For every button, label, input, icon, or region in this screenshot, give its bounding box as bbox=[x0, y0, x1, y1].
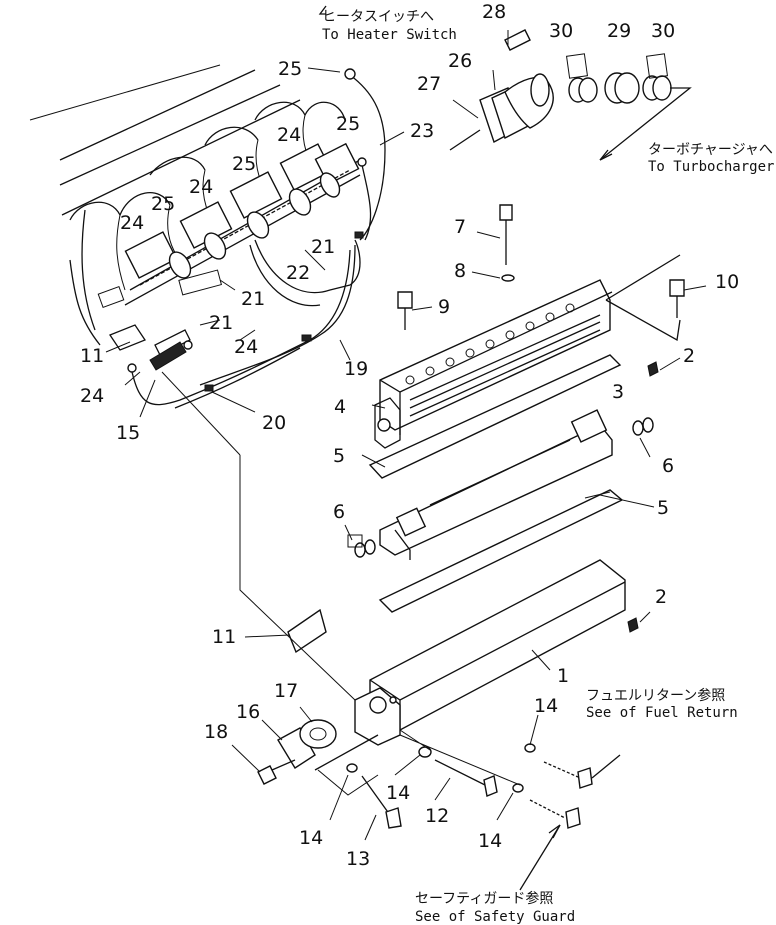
callout-26: 26 bbox=[448, 50, 472, 72]
heater-arrow-icon bbox=[318, 5, 327, 15]
callout-2: 2 bbox=[683, 345, 695, 367]
heater-plug-assembly bbox=[109, 169, 351, 371]
heater-switch-note-en: To Heater Switch bbox=[322, 27, 457, 43]
callout-24: 24 bbox=[277, 124, 301, 146]
callout-22: 22 bbox=[286, 262, 310, 284]
leader-lines bbox=[105, 30, 707, 841]
callout-16: 16 bbox=[236, 701, 260, 723]
callout-24: 24 bbox=[120, 212, 144, 234]
exhaust-manifold-lower bbox=[354, 559, 639, 746]
callout-14: 14 bbox=[299, 827, 323, 849]
callout-24: 24 bbox=[80, 385, 104, 407]
exhaust-manifold-middle bbox=[347, 409, 654, 560]
plug-2-lower bbox=[627, 617, 639, 633]
callout-2: 2 bbox=[655, 586, 667, 608]
callout-14: 14 bbox=[534, 695, 558, 717]
fuel-return-note-jp: フュエルリターン参照 bbox=[586, 687, 725, 704]
callout-5: 5 bbox=[657, 497, 669, 519]
turbocharger-note-en: To Turbocharger bbox=[648, 159, 774, 175]
reference-notes: ヒータスイッチへ To Heater Switch ターボチャージャへ To T… bbox=[318, 5, 774, 925]
turbocharger-note-jp: ターボチャージャへ bbox=[648, 142, 773, 158]
callout-11: 11 bbox=[80, 345, 104, 367]
engine-cylinder-heads bbox=[29, 64, 361, 346]
callout-9: 9 bbox=[438, 296, 450, 318]
callout-5: 5 bbox=[333, 445, 345, 467]
callout-6: 6 bbox=[333, 501, 345, 523]
callout-21: 21 bbox=[311, 236, 335, 258]
callout-14: 14 bbox=[478, 830, 502, 852]
cover-plate-assembly bbox=[257, 719, 379, 785]
safety-guard-note-jp: セーフティガード参照 bbox=[415, 890, 553, 907]
callout-25: 25 bbox=[232, 153, 256, 175]
callout-12: 12 bbox=[425, 805, 449, 827]
callout-25: 25 bbox=[278, 58, 302, 80]
callout-8: 8 bbox=[454, 260, 466, 282]
callout-6: 6 bbox=[662, 455, 674, 477]
callout-28: 28 bbox=[482, 1, 506, 23]
heater-switch-note-jp: ヒータスイッチへ bbox=[322, 9, 434, 25]
safety-guard-note-en: See of Safety Guard bbox=[415, 909, 575, 925]
callout-25: 25 bbox=[151, 193, 175, 215]
bolts-upper bbox=[397, 204, 685, 342]
callout-15: 15 bbox=[116, 422, 140, 444]
callout-24: 24 bbox=[189, 176, 213, 198]
callout-21: 21 bbox=[209, 312, 233, 334]
fuel-return-note-en: See of Fuel Return bbox=[586, 705, 738, 721]
exhaust-manifold-upper bbox=[374, 279, 659, 449]
callout-11: 11 bbox=[212, 626, 236, 648]
callout-27: 27 bbox=[417, 73, 441, 95]
callout-24: 24 bbox=[234, 336, 258, 358]
turbo-connection-parts bbox=[449, 29, 692, 161]
callout-17: 17 bbox=[274, 680, 298, 702]
callout-10: 10 bbox=[715, 271, 739, 293]
callout-20: 20 bbox=[262, 412, 286, 434]
lower-bolts bbox=[317, 729, 621, 891]
callout-4: 4 bbox=[334, 396, 346, 418]
callout-13: 13 bbox=[346, 848, 370, 870]
callout-3: 3 bbox=[612, 381, 624, 403]
gasket-11-lower bbox=[287, 608, 327, 654]
callout-25: 25 bbox=[336, 113, 360, 135]
callout-23: 23 bbox=[410, 120, 434, 142]
callout-19: 19 bbox=[344, 358, 368, 380]
callout-30: 30 bbox=[651, 20, 675, 42]
plug-2-upper bbox=[647, 361, 659, 377]
callout-18: 18 bbox=[204, 721, 228, 743]
callout-14: 14 bbox=[386, 782, 410, 804]
callout-30: 30 bbox=[549, 20, 573, 42]
callout-1: 1 bbox=[557, 665, 569, 687]
callout-21: 21 bbox=[241, 288, 265, 310]
callout-29: 29 bbox=[607, 20, 631, 42]
callout-numbers: 28 30 29 30 25 26 27 23 24 25 25 24 25 2… bbox=[80, 1, 739, 870]
callout-7: 7 bbox=[454, 216, 466, 238]
